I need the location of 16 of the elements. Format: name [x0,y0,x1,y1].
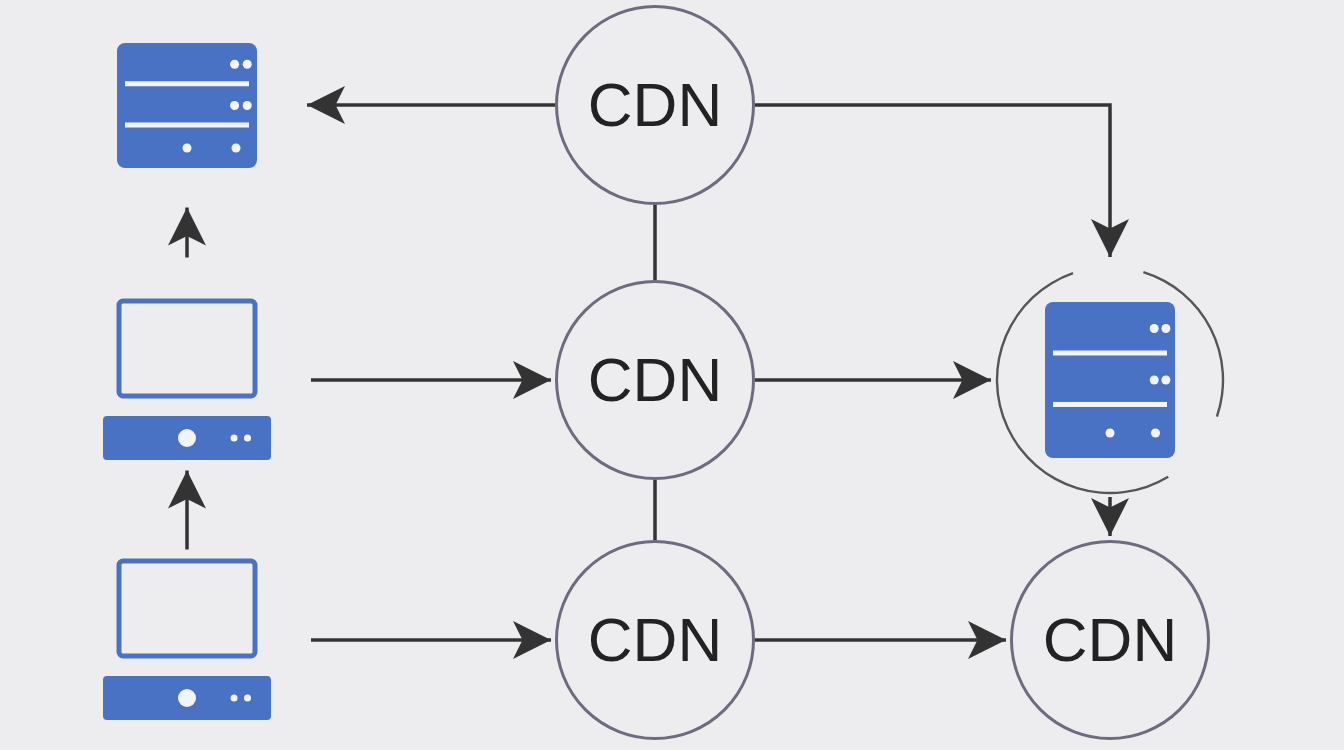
laptop-icon [103,297,271,463]
arrow [168,207,206,258]
arrow [311,621,551,659]
arrow [755,621,1006,659]
arrow [311,361,551,399]
node-label: CDN [587,609,723,671]
node-label: CDN [587,349,723,411]
arrow [755,361,991,399]
arrow [168,470,206,550]
arrow [755,103,1129,257]
arrow [1091,497,1129,536]
node-label: CDN [1042,609,1178,671]
laptop-icon [103,557,271,723]
node-label: CDN [587,74,723,136]
server-icon [117,42,257,168]
arrow [307,86,555,124]
